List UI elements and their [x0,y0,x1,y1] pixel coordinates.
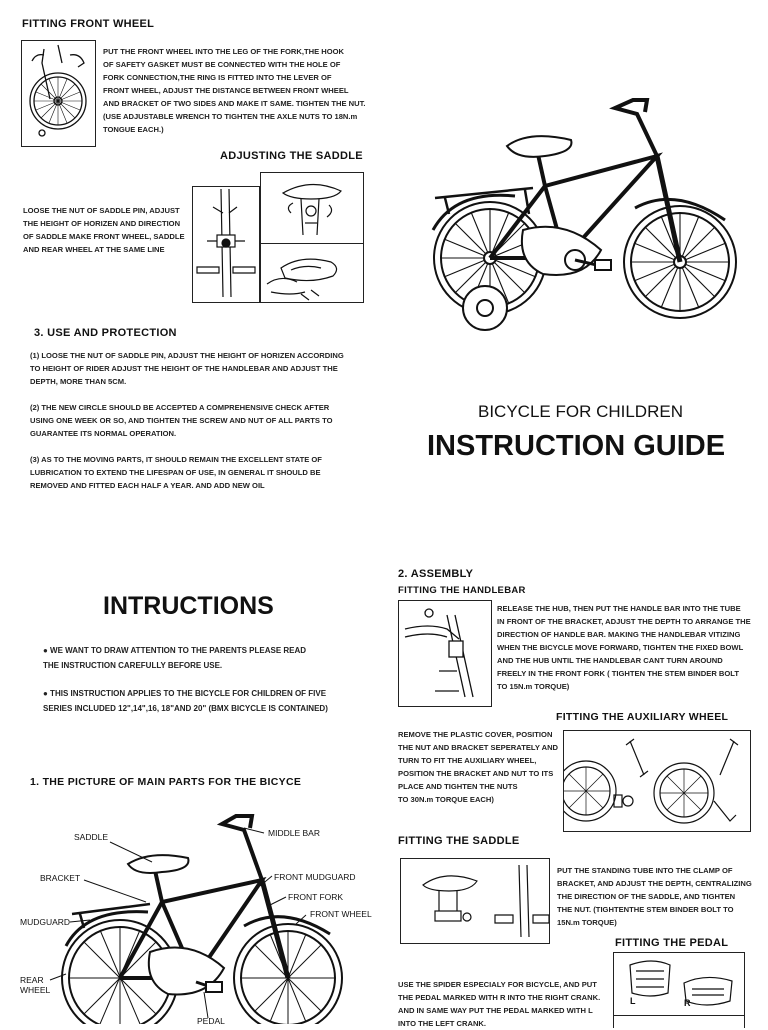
intructions-bullet-2: ● THIS INSTRUCTION APPLIES TO THE BICYCL… [43,689,328,713]
fitting-front-wheel-text: PUT THE FRONT WHEEL INTO THE LEG OF THE … [103,47,366,134]
label-front-mudguard: FRONT MUDGUARD [274,872,356,882]
pedal-right-label: R [684,998,691,1008]
label-mudguard: MUDGUARD [20,917,71,927]
label-rear-wheel: REAR WHEEL [20,975,51,995]
use-protection-p2: (2) THE NEW CIRCLE SHOULD BE ACCEPTED A … [30,403,333,438]
adjusting-saddle-text: LOOSE THE NUT OF SADDLE PIN, ADJUST THE … [23,206,185,254]
cover-subtitle: BICYCLE FOR CHILDREN [478,402,683,421]
label-front-wheel: FRONT WHEEL [310,909,372,919]
fitting-auxiliary-wheel-text: REMOVE THE PLASTIC COVER, POSITION THE N… [398,730,559,804]
cover-bicycle-illustration [431,98,737,331]
fitting-pedal-heading: FITTING THE PEDAL [615,937,729,949]
assembly-heading: 2. ASSEMBLY [398,568,474,580]
label-saddle: SADDLE [74,832,109,842]
label-bracket: BRACKET [40,873,81,883]
use-protection-heading: 3. USE AND PROTECTION [34,327,177,339]
fitting-saddle-text: PUT THE STANDING TUBE INTO THE CLAMP OF … [557,866,752,927]
fitting-auxiliary-wheel-heading: FITTING THE AUXILIARY WHEEL [556,711,729,723]
pedal-left-label: L [630,996,636,1006]
pedal-figure-lower [613,1015,745,1028]
saddle-pin-figure [192,186,260,303]
pedal-figure [613,952,745,1016]
fitting-saddle-heading: FITTING THE SADDLE [398,835,520,847]
fitting-pedal-text: USE THE SPIDER ESPECIALY FOR BICYCLE, AN… [398,980,601,1028]
adjusting-saddle-heading: ADJUSTING THE SADDLE [220,150,363,162]
auxiliary-wheel-figure [563,730,751,832]
saddle-hand-figure [260,243,364,303]
fitting-front-wheel-heading: FITTING FRONT WHEEL [22,18,155,30]
use-protection-p1: (1) LOOSE THE NUT OF SADDLE PIN, ADJUST … [30,351,344,386]
fitting-saddle-figure [400,858,550,944]
fitting-handlebar-text: RELEASE THE HUB, THEN PUT THE HANDLE BAR… [497,604,751,691]
fitting-handlebar-heading: FITTING THE HANDLEBAR [398,585,526,596]
label-pedal: PEDAL [197,1016,225,1026]
front-wheel-figure [21,40,96,147]
saddle-nut-figure [260,172,364,246]
intructions-bullet-1: ● WE WANT TO DRAW ATTENTION TO THE PAREN… [43,646,307,670]
intructions-title: INTRUCTIONS [103,592,274,620]
main-parts-heading: 1. THE PICTURE OF MAIN PARTS FOR THE BIC… [30,776,302,788]
cover-title: INSTRUCTION GUIDE [427,430,726,462]
main-parts-bicycle-diagram [49,814,343,1024]
handlebar-figure [398,600,492,707]
label-front-fork: FRONT FORK [288,892,344,902]
use-protection-p3: (3) AS TO THE MOVING PARTS, IT SHOULD RE… [30,455,322,490]
label-middle-bar: MIDDLE BAR [268,828,320,838]
